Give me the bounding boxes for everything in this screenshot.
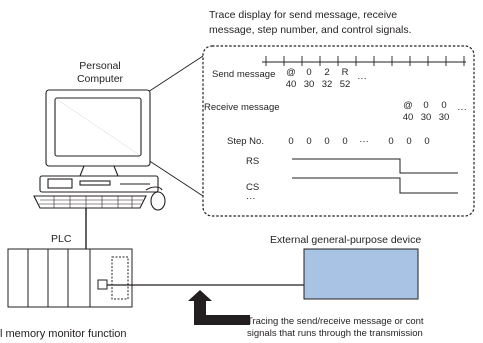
- plc-label: PLC: [51, 233, 72, 245]
- step-value: 0: [324, 136, 330, 147]
- step-value: 0: [288, 136, 294, 147]
- device-label: External general-purpose device: [270, 234, 422, 246]
- receive-char: 0: [423, 100, 429, 111]
- computer-icon: [33, 89, 166, 211]
- cs-waveform: [292, 177, 458, 194]
- receive-hex: 40: [402, 112, 414, 123]
- trace-ruler: [262, 56, 466, 66]
- step-value: 0: [388, 136, 394, 147]
- send-hex: 40: [285, 79, 297, 90]
- send-char: R: [341, 67, 349, 78]
- step-value: 0: [306, 136, 312, 147]
- send-char: 2: [324, 67, 330, 78]
- pc-label-2: Computer: [76, 73, 124, 85]
- pc-label-1: Personal: [79, 60, 121, 72]
- receive-char: @: [403, 100, 413, 111]
- receive-ellipsis: ···: [457, 104, 467, 115]
- send-ellipsis: ···: [357, 73, 367, 84]
- rs-waveform: [292, 158, 458, 174]
- receive-hex: 30: [438, 112, 450, 123]
- send-char: 0: [306, 67, 312, 78]
- step-value: 0: [406, 136, 412, 147]
- step-value: 0: [342, 136, 348, 147]
- note-line-2: signals that runs through the transmissi…: [247, 328, 423, 339]
- callout-line-top: [147, 55, 204, 93]
- send-hex: 52: [339, 79, 351, 90]
- rs-label: RS: [246, 156, 260, 167]
- caption-line-1: Trace display for send message, receive: [209, 9, 398, 21]
- step-value: 0: [424, 136, 430, 147]
- step-label: Step No.: [227, 136, 264, 147]
- send-message-label: Send message: [212, 69, 276, 80]
- plc-icon: [7, 248, 133, 308]
- receive-char: 0: [441, 100, 447, 111]
- caption-line-2: message, step number, and control signal…: [209, 24, 412, 36]
- send-hex: 30: [303, 79, 315, 90]
- bottom-caption-fragment: l memory monitor function: [0, 328, 127, 340]
- trace-ellipsis: ···: [246, 193, 256, 204]
- callout-line-bottom: [147, 159, 204, 197]
- cs-label: CS: [246, 182, 260, 193]
- receive-message-label: Receive message: [204, 102, 280, 113]
- external-device-box: [303, 248, 419, 300]
- send-char: @: [286, 67, 296, 78]
- step-value: ···: [359, 136, 369, 147]
- trace-arrow: [188, 290, 250, 325]
- note-line-1: Tracing the send/receive message or cont: [247, 316, 424, 327]
- receive-hex: 30: [420, 112, 432, 123]
- send-hex: 32: [321, 79, 333, 90]
